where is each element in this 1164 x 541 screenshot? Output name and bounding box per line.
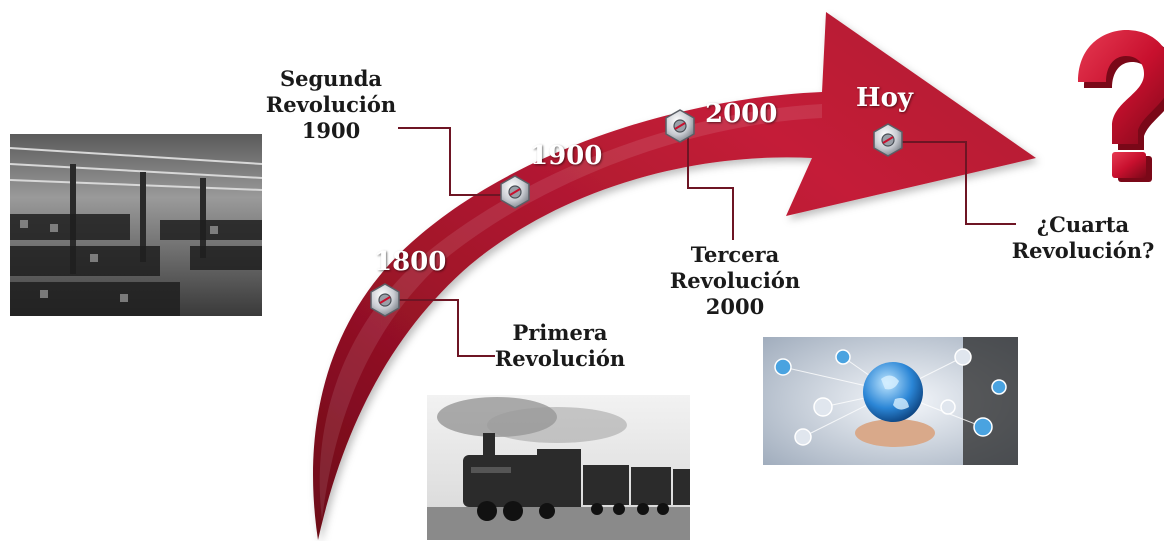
segunda-line2: Revolución [265, 92, 397, 117]
primera-line2: Revolución [494, 346, 626, 371]
hex-nut-icon-1900 [500, 175, 530, 209]
segunda-line3: 1900 [301, 118, 361, 143]
primera-line1: Primera [512, 320, 608, 345]
year-2000: 2000 [705, 99, 778, 129]
cuarta-line1: ¿Cuarta [1036, 212, 1130, 237]
global-network-photo [763, 337, 1018, 465]
hex-nut-icon-hoy [873, 123, 903, 157]
connector-segunda [398, 127, 505, 196]
year-1900: 1900 [530, 141, 603, 171]
segunda-line1: Segunda [279, 66, 383, 91]
year-1800: 1800 [374, 247, 447, 277]
tercera-line1: Tercera [690, 242, 780, 267]
label-cuarta-revolucion: ¿Cuarta Revolución? [1008, 212, 1158, 264]
hex-nut-icon-1800 [370, 283, 400, 317]
tercera-line3: 2000 [705, 294, 765, 319]
label-segunda-revolucion: Segunda Revolución 1900 [262, 66, 400, 144]
question-mark-icon [1078, 30, 1164, 182]
connector-cuarta [900, 141, 1016, 225]
steam-train-photo [427, 395, 690, 540]
hex-nut-icon-2000 [665, 109, 695, 143]
connector-tercera [687, 128, 734, 240]
label-primera-revolucion: Primera Revolución [490, 320, 630, 372]
timeline-arrow [313, 12, 1037, 540]
cuarta-line2: Revolución? [1011, 238, 1155, 263]
factory-photo [10, 134, 262, 316]
tercera-line2: Revolución [669, 268, 801, 293]
year-hoy: Hoy [856, 83, 914, 113]
connector-primera [385, 299, 495, 357]
label-tercera-revolucion: Tercera Revolución 2000 [665, 242, 805, 320]
